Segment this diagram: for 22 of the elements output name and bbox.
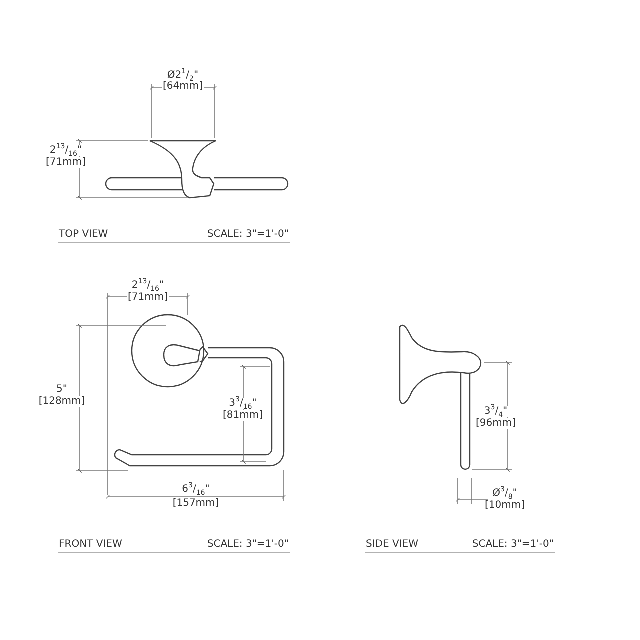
- scale-note: SCALE: 3"=1'-0": [206, 229, 290, 240]
- dimension-text: [157mm]: [172, 498, 220, 509]
- dimension-text: 5": [56, 384, 68, 395]
- dimension-text: [10mm]: [484, 500, 526, 511]
- dimension-text: 6$^{3}$/$_{16}$": [181, 484, 211, 495]
- scale-note: SCALE: 3"=1'-0": [206, 539, 290, 550]
- dimension-text: 3$^{3}$/$_{16}$": [228, 398, 258, 409]
- dimension-text: Ø2$^{1}$/$_{2}$": [166, 70, 200, 81]
- dimension-text: 3$^{3}$/$_{4}$": [483, 406, 509, 417]
- dimension-text: [64mm]: [162, 81, 204, 92]
- dimension-text: 2$^{13}$/$_{16}$": [48, 145, 84, 156]
- dimension-text: [71mm]: [45, 157, 87, 168]
- dimension-text: [81mm]: [222, 410, 264, 421]
- view-title: SIDE VIEW: [365, 539, 420, 550]
- view-title: FRONT VIEW: [58, 539, 124, 550]
- view-title: TOP VIEW: [58, 229, 110, 240]
- dimension-text: [96mm]: [475, 418, 517, 429]
- dimension-text: [128mm]: [38, 396, 86, 407]
- dimension-text: 2$^{13}$/$_{16}$": [130, 280, 166, 291]
- dimension-text: Ø$^{3}$/$_{8}$": [492, 488, 518, 499]
- dimension-text: [71mm]: [127, 292, 169, 303]
- scale-note: SCALE: 3"=1'-0": [471, 539, 555, 550]
